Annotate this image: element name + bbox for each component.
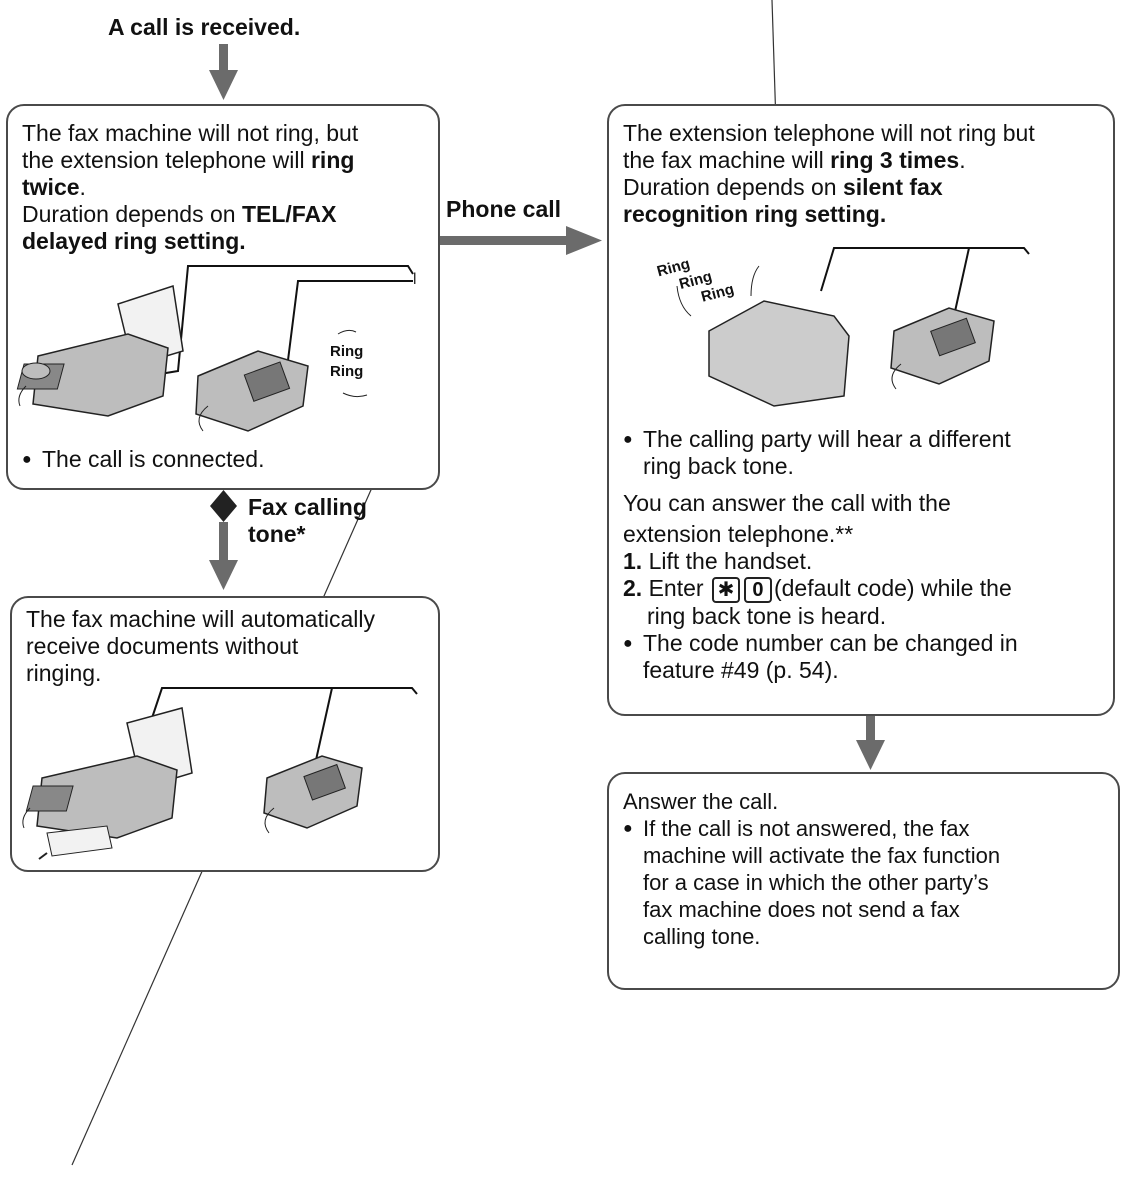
text-span: the extension telephone will	[22, 147, 311, 173]
box-answer-call: Answer the call. If the call is not answ…	[607, 772, 1120, 990]
text-span: the fax machine will	[623, 147, 831, 173]
fax-receiving-illustration	[22, 687, 418, 860]
ring-word: Ring	[330, 363, 364, 380]
bold-telfax: TEL/FAX	[241, 201, 337, 227]
step-text: (default code) while the	[773, 575, 1012, 601]
text-span: .	[959, 147, 966, 173]
text-line: ringing.	[26, 660, 102, 686]
step-text: Enter	[642, 575, 710, 601]
text-line: ring back tone.	[643, 453, 794, 479]
bold-silent-fax: silent fax	[842, 174, 943, 200]
step-text: Lift the handset.	[642, 548, 813, 574]
text-line: the extension telephone will ring	[22, 147, 432, 174]
bold-delayed-ring: delayed ring setting.	[22, 228, 246, 254]
ring-text: Ring Ring	[330, 342, 363, 382]
zero-key-icon: 0	[743, 576, 772, 603]
start-label: A call is received.	[108, 14, 301, 40]
text-line: Duration depends on TEL/FAX	[22, 201, 432, 228]
box-fax-no-ring-text: The fax machine will not ring, but the e…	[22, 120, 432, 255]
fax-body	[36, 755, 178, 839]
step-number: 1.	[623, 548, 643, 574]
text-line: Duration depends on silent fax	[623, 174, 1111, 201]
text-line: You can answer the call with the	[623, 490, 951, 516]
fax-tone-label-line1: Fax calling	[248, 494, 367, 520]
text-span: Duration depends on	[22, 201, 242, 227]
fax-tone-label: Fax calling tone*	[248, 494, 367, 548]
fax-tone-label-line2: tone*	[248, 521, 306, 547]
box-fax-auto-receive-text: The fax machine will automatically recei…	[26, 606, 436, 687]
silent-fax-illustration	[676, 247, 1030, 407]
arrow-down-start	[209, 44, 238, 100]
text-line: The extension telephone will not ring bu…	[623, 120, 1035, 146]
text-line: If the call is not answered, the fax	[643, 816, 970, 841]
text-line: receive documents without	[26, 633, 299, 659]
text-line: The calling party will hear a different	[643, 426, 1011, 452]
arrow-down-fax-tone	[209, 490, 238, 590]
svg-text:ꟾ: ꟾ	[413, 272, 417, 287]
text-span: Duration depends on	[623, 174, 843, 200]
fax-body	[32, 333, 169, 417]
box-silent-fax-recognition: The extension telephone will not ring bu…	[607, 104, 1115, 716]
step-number: 2.	[623, 575, 643, 601]
bullet-ring-back: The calling party will hear a different …	[623, 426, 1111, 480]
fax-and-phone-illustration: ꟾ	[16, 265, 417, 432]
box-silent-fax-text: The extension telephone will not ring bu…	[623, 120, 1111, 228]
box-fax-no-ring: The fax machine will not ring, but the e…	[6, 104, 440, 490]
bold-twice: twice	[22, 174, 80, 200]
text-line: calling tone.	[643, 924, 761, 949]
phone-call-label: Phone call	[446, 196, 562, 222]
box-fax-auto-receive: The fax machine will automatically recei…	[10, 596, 440, 872]
arrow-down-answer	[856, 716, 885, 770]
text-line: recognition ring setting.	[623, 201, 1111, 228]
step-1: 1. Lift the handset.	[623, 548, 1111, 575]
text-line: fax machine does not send a fax	[643, 897, 960, 922]
star-key-icon: ✱	[711, 576, 740, 603]
bold-ring-3-times: ring 3 times	[830, 147, 960, 173]
text-line: feature #49 (p. 54).	[643, 656, 839, 683]
text-line: Answer the call.	[623, 789, 779, 814]
text-line: the fax machine will ring 3 times.	[623, 147, 1111, 174]
bullet-not-answered: If the call is not answered, the fax mac…	[623, 815, 1113, 950]
text-span: .	[79, 174, 86, 200]
fax-output-paper	[46, 825, 113, 857]
box-answer-call-text: Answer the call. If the call is not answ…	[623, 788, 1113, 950]
bold-recognition: recognition ring setting.	[623, 201, 887, 227]
text-line: The fax machine will automatically	[26, 606, 375, 632]
ring-word: Ring	[330, 343, 364, 360]
text-line: The code number can be changed in	[643, 629, 1018, 656]
bullet-code-number: The code number can be changed in featur…	[623, 630, 1111, 684]
text-line: twice.	[22, 174, 432, 201]
text-line: ring back tone is heard.	[647, 602, 887, 629]
fax-body-outline	[708, 300, 850, 407]
text-line: machine will activate the fax function	[643, 843, 1001, 868]
bold-ring: ring	[310, 147, 355, 173]
bullet-call-connected: The call is connected.	[22, 446, 452, 473]
box-silent-fax-details: The calling party will hear a different …	[623, 426, 1111, 684]
text-line: for a case in which the other party’s	[643, 870, 989, 895]
step-2: 2. Enter ✱0(default code) while the	[623, 575, 1111, 603]
text-line: The fax machine will not ring, but	[22, 120, 359, 146]
text-line: delayed ring setting.	[22, 228, 432, 255]
text-line: extension telephone.**	[623, 521, 854, 547]
arrow-right-phone-call	[440, 226, 602, 255]
